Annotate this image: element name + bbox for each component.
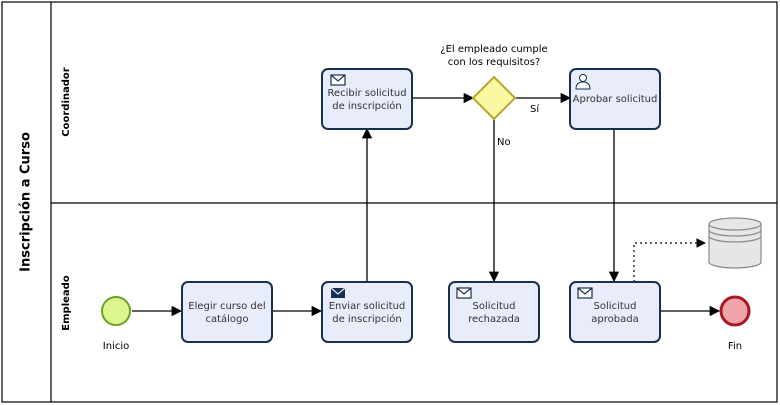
task-recibir-line2: de inscripción <box>332 100 401 112</box>
gateway-yes-label: Sí <box>530 103 540 115</box>
gateway-question-line1: ¿El empleado cumple <box>440 44 547 55</box>
gateway-question-line2: con los requisitos? <box>448 57 540 68</box>
task-aprobar-line1: Aprobar solicitud <box>573 94 658 105</box>
start-event-label: Inicio <box>103 341 129 352</box>
task-elegir-curso[interactable]: Elegir curso del catálogo <box>181 281 273 343</box>
task-rechazada-line2: rechazada <box>468 314 520 325</box>
task-enviar-line2: de inscripción <box>332 313 401 325</box>
gateway-no-label: No <box>497 137 511 148</box>
message-icon <box>456 287 472 299</box>
task-aprobar-solicitud[interactable]: Aprobar solicitud <box>569 68 661 130</box>
task-aprobada-line1: Solicitud <box>594 301 637 312</box>
task-elegir-line1: Elegir curso del <box>188 301 265 312</box>
end-event-label: Fin <box>728 341 742 352</box>
task-solicitud-rechazada[interactable]: Solicitud rechazada <box>448 281 540 343</box>
task-solicitud-aprobada[interactable]: Solicitud aprobada <box>569 281 661 343</box>
exclusive-gateway[interactable] <box>471 75 517 121</box>
message-icon <box>577 287 593 299</box>
task-enviar-solicitud[interactable]: Enviar solicitud de inscripción <box>321 281 413 343</box>
user-task-icon <box>575 74 591 90</box>
task-recibir-line1: Recibir solicitud <box>327 88 406 99</box>
start-event[interactable] <box>101 296 131 326</box>
pool-label: Inscripción a Curso <box>19 132 34 272</box>
receive-message-icon <box>330 74 346 86</box>
lane-label-empleado: Empleado <box>61 275 72 331</box>
task-rechazada-line1: Solicitud <box>473 301 516 312</box>
task-recibir-solicitud[interactable]: Recibir solicitud de inscripción <box>321 68 413 130</box>
end-event[interactable] <box>719 295 751 327</box>
task-enviar-line1: Enviar solicitud <box>329 301 406 312</box>
database-icon[interactable] <box>708 217 762 269</box>
task-elegir-line2: catálogo <box>205 313 248 325</box>
task-aprobada-line2: aprobada <box>591 314 638 325</box>
send-message-icon <box>330 287 346 298</box>
lane-label-coordinador: Coordinador <box>61 67 72 136</box>
